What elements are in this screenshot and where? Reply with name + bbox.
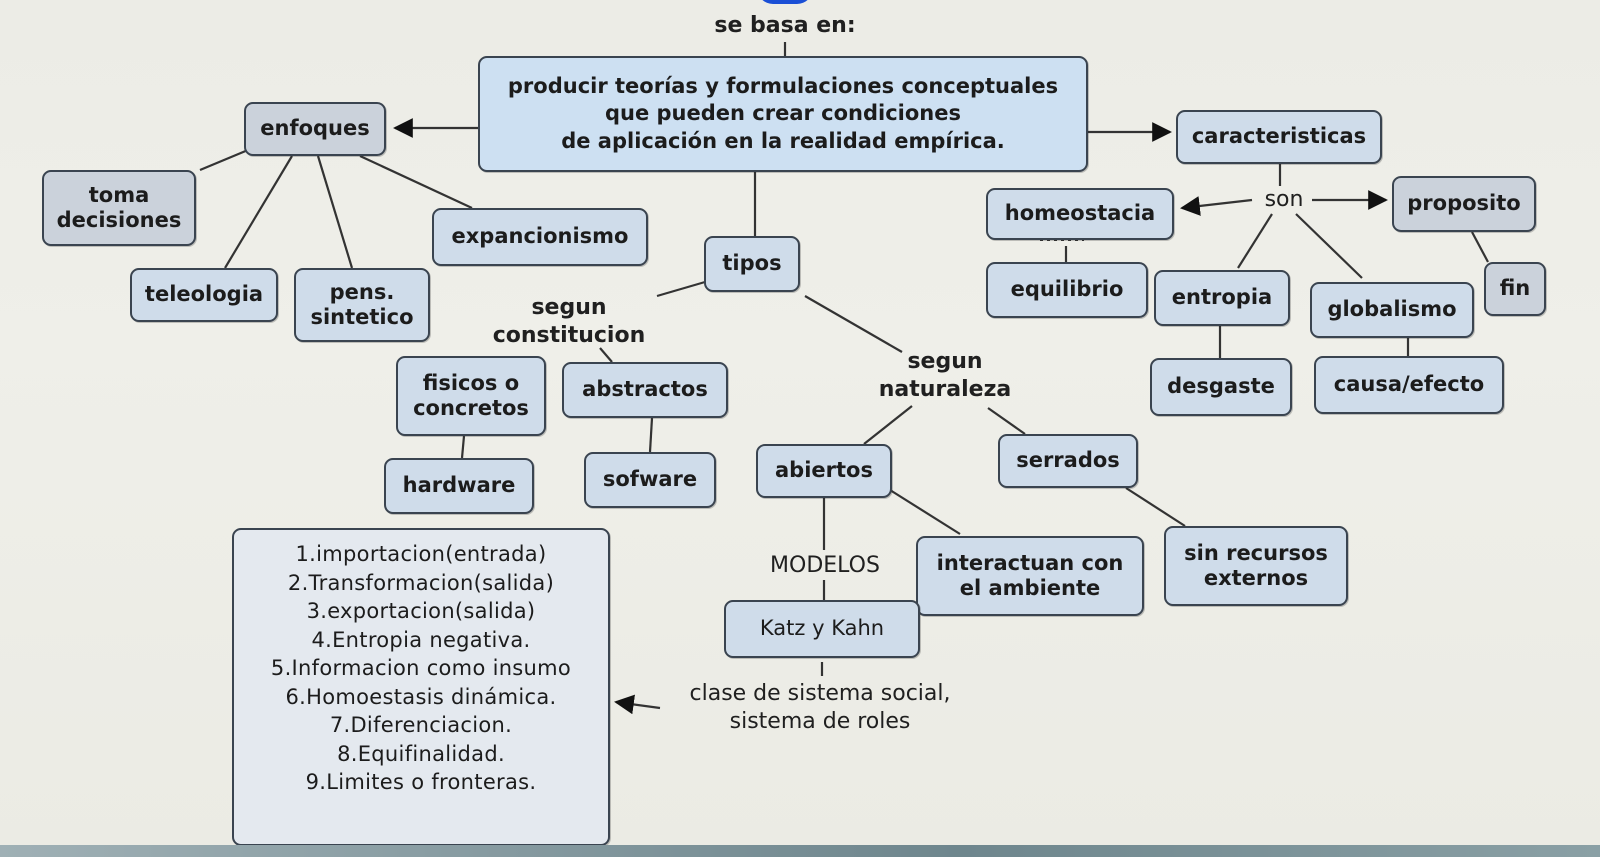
desgaste-node[interactable]: desgaste: [1150, 358, 1292, 416]
abiertos-node[interactable]: abiertos: [756, 444, 892, 498]
interactuan-ambiente-node[interactable]: interactuan con el ambiente: [916, 536, 1144, 616]
globalismo-node[interactable]: globalismo: [1310, 282, 1474, 338]
fin-node[interactable]: fin: [1484, 262, 1546, 316]
expancionismo-node[interactable]: expancionismo: [432, 208, 648, 266]
list-item: 9.Limites o fronteras.: [305, 770, 537, 795]
serrados-node[interactable]: serrados: [998, 434, 1138, 488]
son-label: son: [1264, 187, 1304, 212]
teleologia-node[interactable]: teleologia: [130, 268, 278, 322]
equilibrio-node[interactable]: equilibrio: [986, 262, 1148, 318]
hardware-node[interactable]: hardware: [384, 458, 534, 514]
toma-decisiones-node[interactable]: toma decisiones: [42, 170, 196, 246]
blue-node-edge: [757, 0, 813, 4]
pens-sintetico-node[interactable]: pens. sintetico: [294, 268, 430, 342]
properties-list-body: 1.importacion(entrada) 2.Transformacion(s…: [271, 540, 571, 797]
list-item: 2.Transformacion(salida): [287, 570, 555, 595]
system-properties-list: 1.importacion(entrada) 2.Transformacion(s…: [232, 528, 610, 846]
list-item: 4.Entropia negativa.: [311, 627, 531, 652]
segun-naturaleza-label: segun naturaleza: [878, 349, 1012, 402]
homeostacia-node[interactable]: homeostacia: [986, 188, 1174, 240]
proposito-node[interactable]: proposito: [1392, 176, 1536, 232]
list-item: 8.Equifinalidad.: [337, 741, 505, 766]
enfoques-node[interactable]: enfoques: [244, 102, 386, 156]
list-item: 6.Homoestasis dinámica.: [285, 684, 557, 709]
causa-efecto-node[interactable]: causa/efecto: [1314, 356, 1504, 414]
list-item: 7.Diferenciacion.: [329, 713, 513, 738]
fisicos-concretos-node[interactable]: fisicos o concretos: [396, 356, 546, 436]
entropia-node[interactable]: entropia: [1154, 270, 1290, 326]
se-basa-en-label: se basa en:: [714, 13, 856, 38]
katz-kahn-node[interactable]: Katz y Kahn: [724, 600, 920, 658]
list-item: 1.importacion(entrada): [295, 542, 547, 566]
caracteristicas-node[interactable]: caracteristicas: [1176, 110, 1382, 164]
central-concept-node[interactable]: producir teorías y formulaciones concept…: [478, 56, 1088, 172]
screen-bottom-edge: [0, 845, 1600, 857]
sofware-node[interactable]: sofware: [584, 452, 716, 508]
sin-recursos-node[interactable]: sin recursos externos: [1164, 526, 1348, 606]
list-item: 3.exportacion(salida): [306, 599, 536, 624]
list-item: 5.Informacion como insumo: [270, 656, 572, 681]
segun-constitucion-label: segun constitucion: [492, 295, 646, 348]
clase-sistema-social-label: clase de sistema social, sistema de role…: [689, 681, 951, 734]
modelos-label: MODELOS: [770, 553, 880, 578]
tipos-node[interactable]: tipos: [704, 236, 800, 292]
abstractos-node[interactable]: abstractos: [562, 362, 728, 418]
